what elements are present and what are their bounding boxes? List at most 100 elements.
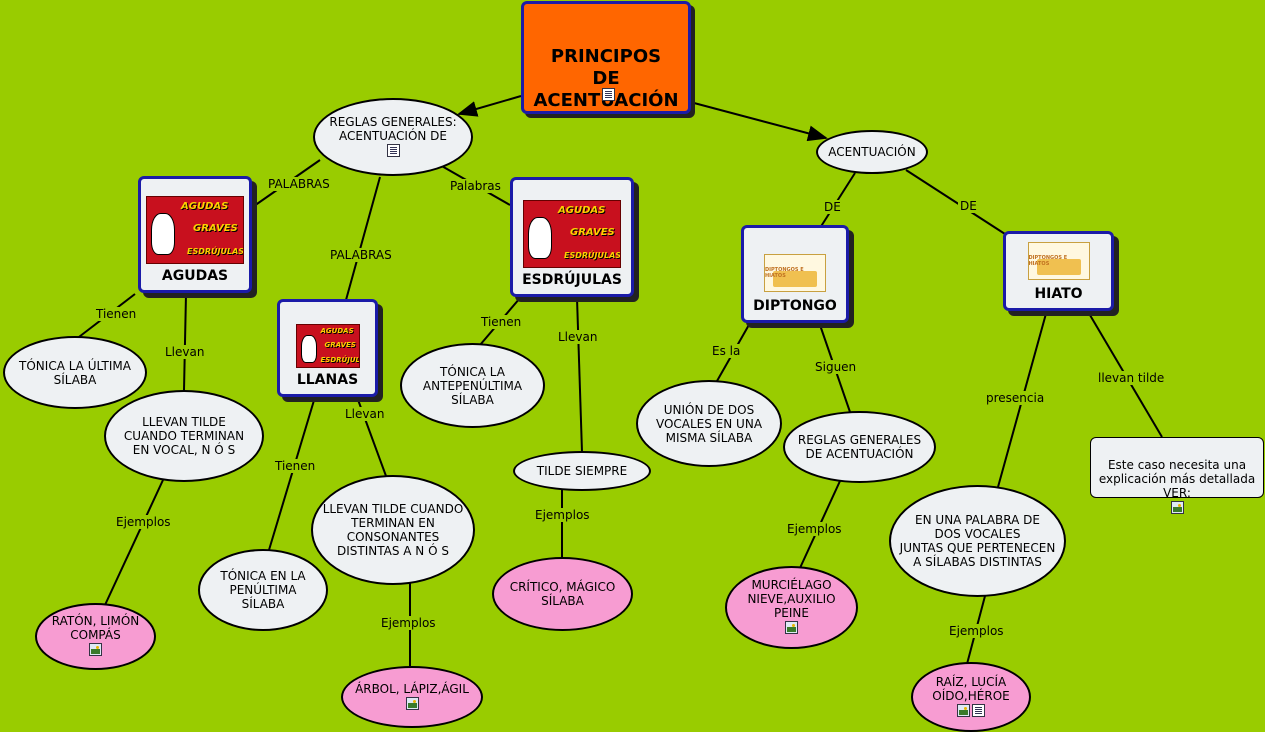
label-de-diptongo: DE [822, 200, 843, 214]
node-critico-text: CRÍTICO, MÁGICO SÍLABA [509, 580, 616, 608]
label-llevan-tilde: llevan tilde [1096, 371, 1167, 385]
duck-illustration [151, 213, 175, 255]
node-explicacion[interactable]: Este caso necesita una explicación más d… [1090, 437, 1264, 514]
label-llevan-esdrujulas: Llevan [556, 330, 600, 344]
node-murcielago-text: MURCIÉLAGO NIEVE,AUXILIO PEINE [747, 578, 836, 620]
node-en-una-palabra[interactable]: EN UNA PALABRA DE DOS VOCALES JUNTAS QUE… [889, 485, 1066, 597]
image-text-graves: GRAVES [570, 227, 615, 238]
label-de-hiato: DE [958, 199, 979, 213]
link-reglas-llanas [345, 176, 381, 301]
node-tilde-siempre-text: TILDE SIEMPRE [536, 464, 628, 478]
image-text-diptongos-hiatos: DIPTONGOS E HIATOS [1028, 255, 1068, 267]
node-hiato-text: HIATO [1034, 286, 1083, 302]
label-presencia: presencia [984, 391, 1047, 405]
agudas-graves-esdrujulas-image: AGUDAS GRAVES ESDRÚJULAS [523, 200, 621, 268]
link-agudas-llevan [183, 293, 187, 391]
label-ejemplos-llanas: Ejemplos [379, 616, 438, 630]
label-palabras-llanas: PALABRAS [328, 248, 394, 262]
node-llevan-tilde-agudas-text: LLEVAN TILDE CUANDO TERMINAN EN VOCAL, N… [123, 415, 245, 457]
node-hiato[interactable]: DIPTONGOS E HIATOS HIATO [1003, 231, 1114, 311]
image-text-esdrujulas: ESDRÚJULAS [564, 251, 621, 260]
image-text-agudas: AGUDAS [320, 327, 354, 335]
node-acentuacion-text: ACENTUACIÓN [828, 145, 916, 159]
node-union-vocales[interactable]: UNIÓN DE DOS VOCALES EN UNA MISMA SÍLABA [636, 380, 782, 467]
document-icon[interactable] [386, 143, 400, 157]
node-diptongo[interactable]: DIPTONGOS E HIATOS DIPTONGO [741, 225, 849, 323]
link-title-acentuacion [693, 102, 828, 142]
node-raton-limon-compas[interactable]: RATÓN, LIMÓN COMPÁS [35, 603, 156, 670]
node-agudas-text: AGUDAS [161, 268, 229, 284]
label-tienen-agudas: Tienen [94, 307, 139, 321]
node-raiz-text: RAÍZ, LUCÍA OÍDO,HÉROE [932, 674, 1010, 703]
link-llanas-tonica [268, 396, 316, 551]
agudas-graves-esdrujulas-image: AGUDAS GRAVES ESDRÚJULAS [146, 196, 244, 264]
link-acentuacion-hiato [905, 169, 1006, 235]
label-llevan-agudas: Llevan [163, 345, 207, 359]
link-llevan-raton [104, 479, 164, 606]
node-acentuacion[interactable]: ACENTUACIÓN [816, 130, 928, 174]
label-llevan-llanas: Llevan [343, 407, 387, 421]
image-text-graves: GRAVES [324, 341, 356, 349]
label-tienen-llanas: Tienen [273, 459, 318, 473]
label-ejemplos-agudas: Ejemplos [114, 515, 173, 529]
image-icon[interactable] [405, 696, 419, 710]
node-union-text: UNIÓN DE DOS VOCALES EN UNA MISMA SÍLABA [655, 402, 763, 445]
node-murcielago[interactable]: MURCIÉLAGO NIEVE,AUXILIO PEINE [725, 566, 858, 649]
diptongos-hiatos-book-image: DIPTONGOS E HIATOS [1027, 242, 1090, 280]
label-palabras-agudas: PALABRAS [266, 177, 332, 191]
label-siguen: Siguen [813, 360, 859, 374]
node-llevan-tilde-llanas-text: LLEVAN TILDE CUANDO TERMINAN EN CONSONAN… [322, 502, 464, 558]
duck-illustration [300, 335, 317, 363]
image-icon[interactable] [957, 703, 970, 717]
agudas-graves-esdrujulas-image-small: AGUDAS GRAVES ESDRÚJULAS [295, 324, 360, 368]
node-llevan-tilde-agudas[interactable]: LLEVAN TILDE CUANDO TERMINAN EN VOCAL, N… [104, 390, 264, 482]
label-es-la: Es la [710, 344, 743, 358]
node-arbol-text: ÁRBOL, LÁPIZ,ÁGIL [355, 681, 469, 696]
duck-illustration [528, 217, 552, 259]
image-text-esdrujulas: ESDRÚJULAS [187, 247, 244, 256]
document-icon[interactable] [972, 703, 985, 717]
node-reglas-generales-acentuacion[interactable]: REGLAS GENERALES DE ACENTUACIÓN [783, 411, 936, 483]
node-critico-magico[interactable]: CRÍTICO, MÁGICO SÍLABA [492, 557, 633, 631]
node-reglas-generales-acentuacion-text: REGLAS GENERALES DE ACENTUACIÓN [797, 433, 922, 461]
node-arbol-lapiz-agil[interactable]: ÁRBOL, LÁPIZ,ÁGIL [341, 666, 483, 728]
image-text-esdrujulas: ESDRÚJULAS [320, 356, 359, 364]
link-esdrujulas-tilde [576, 297, 583, 453]
image-icon[interactable] [785, 621, 798, 634]
node-tonica-antepenultima-text: TÓNICA LA ANTEPENÚLTIMA SÍLABA [422, 364, 523, 407]
image-text-agudas: AGUDAS [181, 201, 229, 212]
node-tonica-antepenultima[interactable]: TÓNICA LA ANTEPENÚLTIMA SÍLABA [400, 343, 545, 428]
image-text-agudas: AGUDAS [558, 205, 606, 216]
node-reglas-generales[interactable]: REGLAS GENERALES: ACENTUACIÓN DE [313, 98, 473, 176]
node-en-una-palabra-text: EN UNA PALABRA DE DOS VOCALES JUNTAS QUE… [899, 513, 1056, 569]
node-esdrujulas[interactable]: AGUDAS GRAVES ESDRÚJULAS ESDRÚJULAS [510, 177, 634, 297]
diptongos-hiatos-book-image: DIPTONGOS E HIATOS [764, 254, 826, 292]
node-tilde-siempre[interactable]: TILDE SIEMPRE [513, 451, 651, 491]
node-explicacion-text: Este caso necesita una explicación más d… [1098, 458, 1256, 500]
node-tonica-ultima-text: TÓNICA LA ÚLTIMA SÍLABA [19, 358, 131, 387]
document-icon[interactable] [602, 88, 615, 101]
node-tonica-penultima-text: TÓNICA EN LA PENÚLTIMA SÍLABA [220, 569, 306, 611]
node-raiz-lucia[interactable]: RAÍZ, LUCÍA OÍDO,HÉROE [911, 662, 1031, 732]
image-text-diptongos-hiatos: DIPTONGOS E HIATOS [765, 267, 804, 279]
node-esdrujulas-text: ESDRÚJULAS [522, 272, 622, 288]
label-ejemplos-esdrujulas: Ejemplos [533, 508, 592, 522]
node-llevan-tilde-llanas[interactable]: LLEVAN TILDE CUANDO TERMINAN EN CONSONAN… [311, 475, 475, 585]
node-llanas-text: LLANAS [296, 372, 359, 388]
label-ejemplos-diptongo: Ejemplos [785, 522, 844, 536]
image-icon[interactable] [89, 643, 102, 656]
label-palabras-esdrujulas: Palabras [448, 179, 503, 193]
image-icon[interactable] [1170, 501, 1184, 514]
node-diptongo-text: DIPTONGO [753, 298, 837, 314]
image-text-graves: GRAVES [193, 223, 238, 234]
title-node[interactable]: PRINCIPOS DE ACENTUACIÓN [521, 1, 691, 114]
label-tienen-esdrujulas: Tienen [479, 315, 524, 329]
node-tonica-penultima[interactable]: TÓNICA EN LA PENÚLTIMA SÍLABA [198, 549, 328, 631]
node-llanas[interactable]: AGUDAS GRAVES ESDRÚJULAS LLANAS [277, 299, 378, 397]
node-raton-text: RATÓN, LIMÓN COMPÁS [51, 614, 140, 642]
node-reglas-generales-text: REGLAS GENERALES: ACENTUACIÓN DE [329, 114, 457, 143]
node-agudas[interactable]: AGUDAS GRAVES ESDRÚJULAS AGUDAS [138, 176, 252, 293]
node-tonica-ultima[interactable]: TÓNICA LA ÚLTIMA SÍLABA [3, 336, 147, 409]
label-ejemplos-hiato: Ejemplos [947, 624, 1006, 638]
link-title-reglas [457, 95, 522, 117]
